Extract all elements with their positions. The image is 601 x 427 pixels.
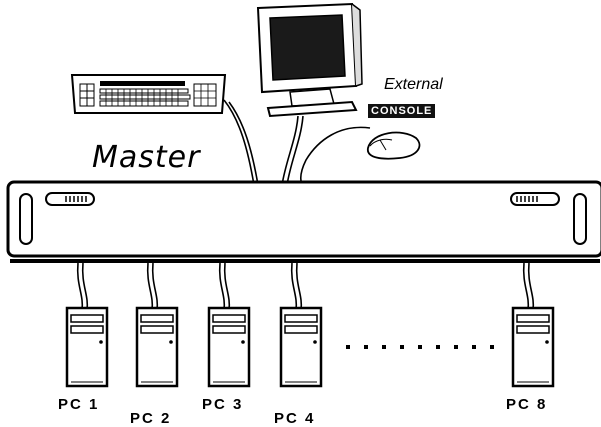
pc-label-3: PC 3 — [202, 396, 244, 413]
pc-tower-4 — [279, 262, 323, 388]
pc-tower-1 — [65, 262, 109, 388]
pc-label-4: PC 4 — [274, 410, 316, 427]
switch-indicator-left — [45, 192, 95, 206]
mouse-icon — [367, 131, 421, 160]
pc-tower-2 — [135, 262, 179, 388]
console-label: CONSOLE — [368, 104, 436, 118]
master-label: Master — [92, 140, 201, 175]
switch-indicator-right — [510, 192, 560, 206]
pc-tower-8 — [511, 262, 555, 388]
pc-label-8: PC 8 — [506, 396, 548, 413]
console-cables — [223, 99, 371, 186]
ellipsis-dots — [346, 345, 494, 349]
pc-tower-3 — [207, 262, 251, 388]
keyboard-icon — [70, 74, 227, 114]
monitor-icon — [256, 2, 363, 118]
pc-label-1: PC 1 — [58, 396, 100, 413]
pc-label-2: PC 2 — [130, 410, 172, 427]
external-label: External — [384, 76, 443, 93]
kvm-switch — [6, 180, 601, 263]
